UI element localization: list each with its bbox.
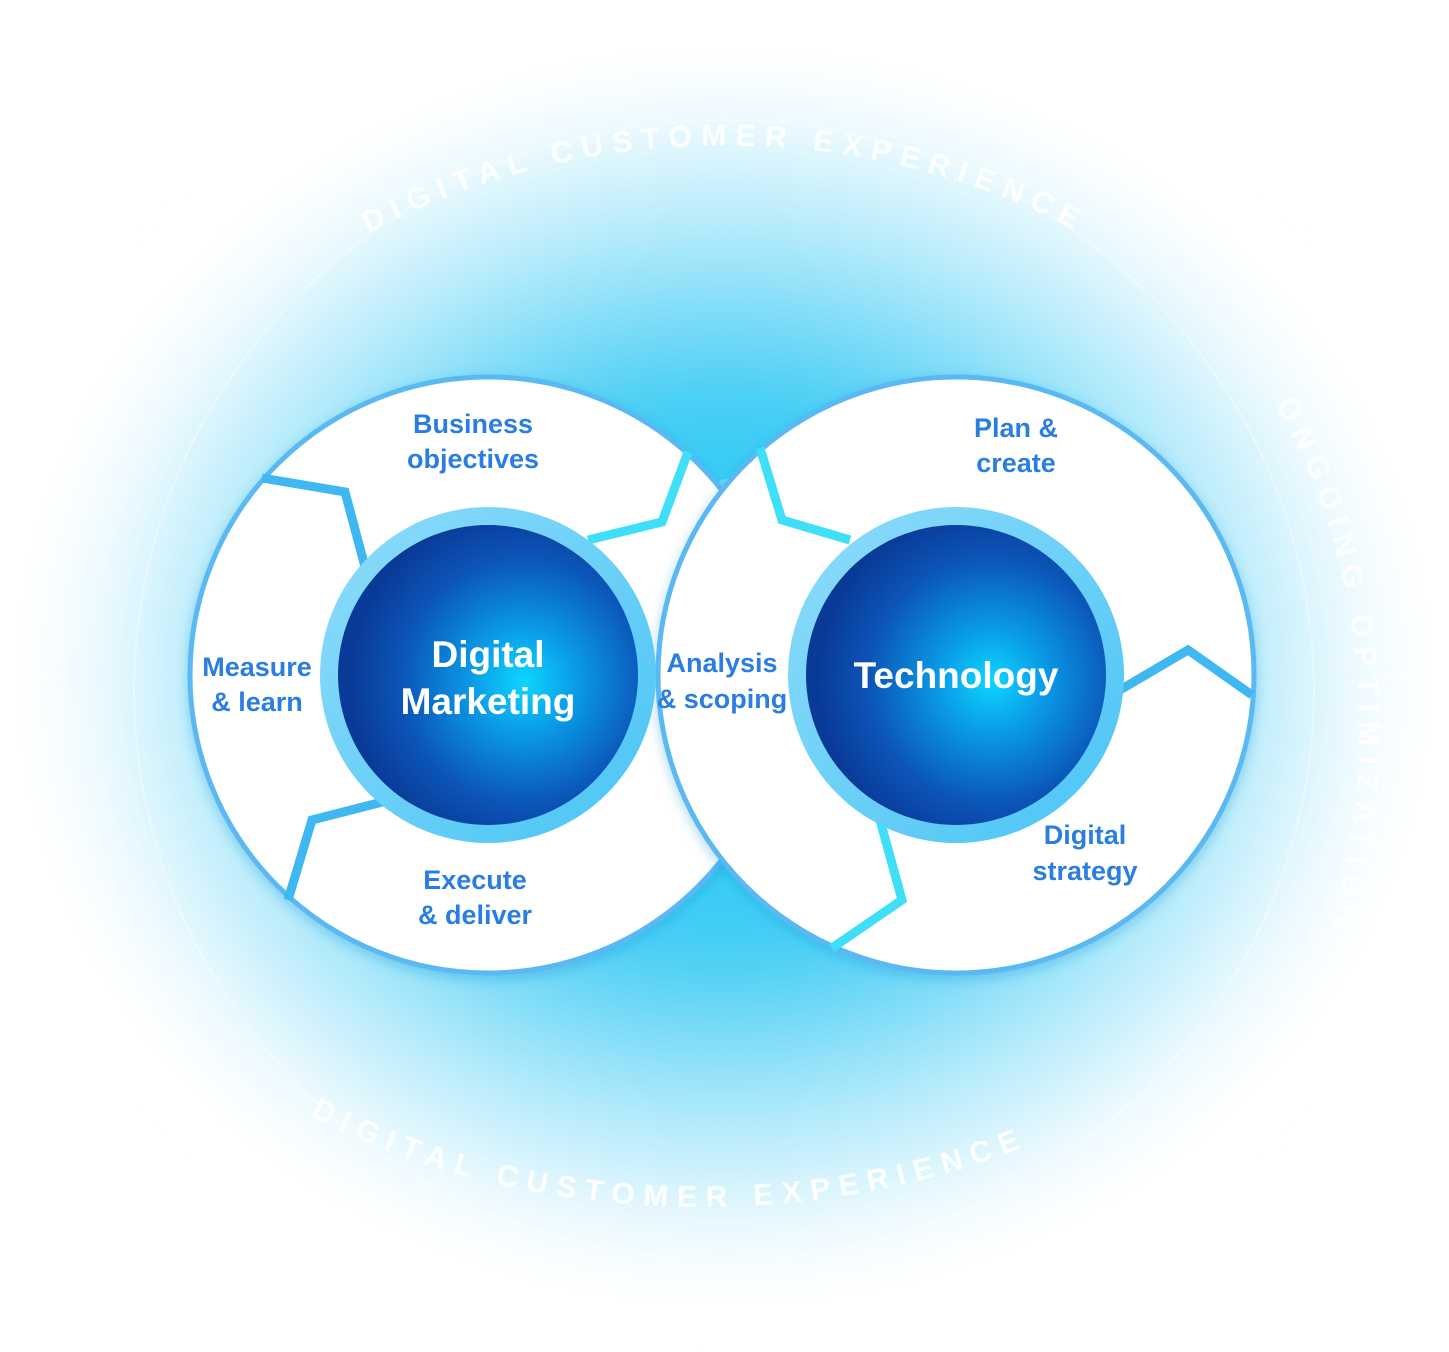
stage-measure-learn: Measure & learn <box>202 652 312 717</box>
stage-label-line2: & deliver <box>418 900 533 930</box>
hub-title-line2: Marketing <box>401 681 576 722</box>
hub-title-line1: Digital <box>431 634 544 675</box>
hub-core <box>338 525 638 825</box>
outer-ring-line <box>133 119 1315 1261</box>
stage-label-line1: Plan & <box>974 413 1058 443</box>
stage-label-line1: Analysis <box>666 648 777 678</box>
stage-label-line2: create <box>976 448 1056 478</box>
stage-business-objectives: Business objectives <box>407 409 539 474</box>
stage-label-line1: Business <box>413 409 533 439</box>
stage-label-line2: & scoping <box>657 684 788 714</box>
stage-label-line1: Measure <box>202 652 312 682</box>
hub-title: Technology <box>854 655 1059 696</box>
stage-analysis-scoping: Analysis & scoping <box>657 648 788 714</box>
stage-label-line2: strategy <box>1032 856 1137 886</box>
hub-technology: Technology <box>788 507 1124 843</box>
hub-core <box>806 525 1106 825</box>
left-connector-bottom <box>283 795 392 902</box>
stage-execute-deliver: Execute & deliver <box>418 865 533 930</box>
stage-label-line1: Execute <box>423 865 527 895</box>
stage-label-line2: & learn <box>211 687 303 717</box>
left-connector-right <box>586 450 693 545</box>
right-connector-top <box>755 446 852 545</box>
stage-digital-strategy: Digital strategy <box>1032 820 1137 886</box>
hub-digital-marketing: Digital Marketing <box>320 507 656 843</box>
right-connector-bottom <box>829 818 908 952</box>
right-connector-right <box>1117 644 1255 699</box>
stage-plan-create: Plan & create <box>974 413 1058 478</box>
stage-label-line2: objectives <box>407 444 539 474</box>
left-connector-top <box>261 473 373 580</box>
stage-label-line1: Digital <box>1044 820 1127 850</box>
